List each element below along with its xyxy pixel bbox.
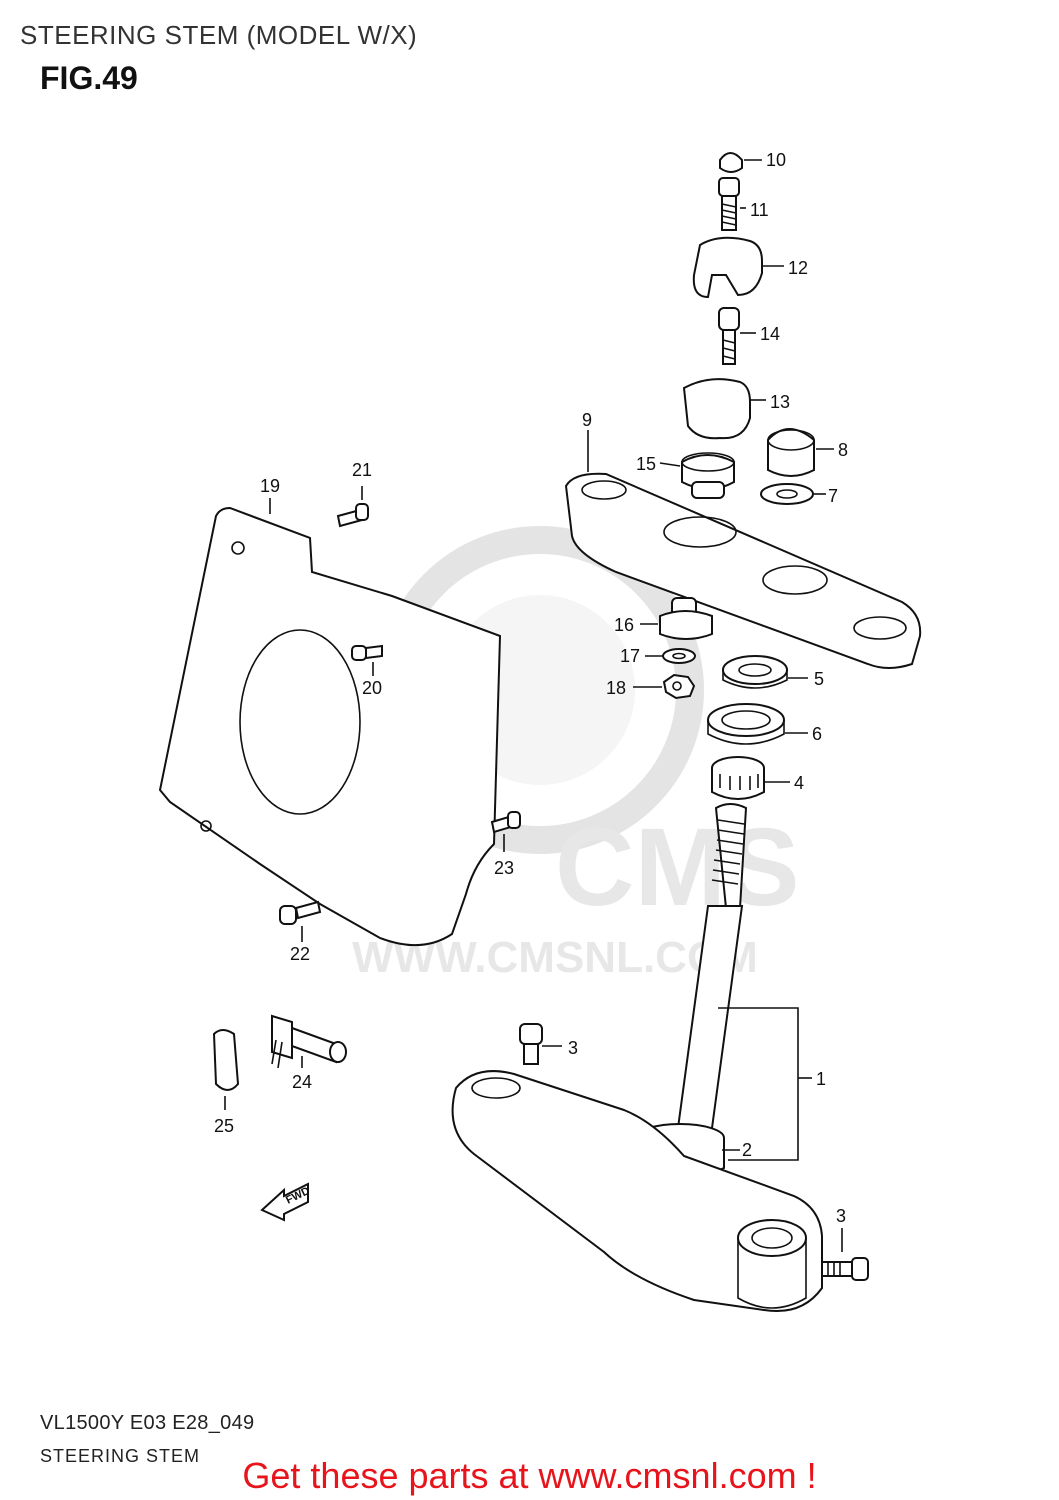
part-7-washer xyxy=(760,483,826,505)
part-10-cap xyxy=(719,152,762,173)
callout-16: 16 xyxy=(614,615,634,635)
callout-3-upper: 3 xyxy=(568,1038,578,1058)
part-1-steering-stem xyxy=(451,803,823,1312)
callout-labels: 10 11 12 14 13 9 8 15 7 21 19 16 17 5 18… xyxy=(214,150,848,1226)
part-16-cushion xyxy=(640,597,713,640)
part-25-key xyxy=(212,1029,240,1110)
callout-4: 4 xyxy=(794,773,804,793)
part-20-screw xyxy=(351,644,383,676)
part-8-nut xyxy=(767,428,834,477)
callout-1: 1 xyxy=(816,1069,826,1089)
callout-6: 6 xyxy=(812,724,822,744)
part-11-bolt xyxy=(718,177,746,231)
callout-21: 21 xyxy=(352,460,372,480)
callout-17: 17 xyxy=(620,646,640,666)
part-23-screw xyxy=(490,811,521,852)
part-3-bolt-upper xyxy=(519,1023,562,1065)
callout-11: 11 xyxy=(750,200,769,220)
part-3-bolt-lower xyxy=(821,1228,869,1281)
part-22-screw xyxy=(279,900,322,942)
callout-24: 24 xyxy=(292,1072,312,1092)
callout-2: 2 xyxy=(742,1140,752,1160)
callout-23: 23 xyxy=(494,858,514,878)
callout-7: 7 xyxy=(828,486,838,506)
callout-12: 12 xyxy=(788,258,808,278)
part-9-upper-bracket xyxy=(564,430,922,669)
callout-5: 5 xyxy=(814,669,824,689)
callout-20: 20 xyxy=(362,678,382,698)
part-12-upper-holder xyxy=(692,236,784,299)
callout-19: 19 xyxy=(260,476,280,496)
promo-link-text[interactable]: Get these parts at www.cmsnl.com ! xyxy=(242,1455,817,1496)
part-17-washer xyxy=(645,648,696,664)
callout-14: 14 xyxy=(760,324,780,344)
callout-25: 25 xyxy=(214,1116,234,1136)
diagram-title: STEERING STEM (MODEL W/X) xyxy=(20,20,418,50)
callout-13: 13 xyxy=(770,392,790,412)
part-19-cover xyxy=(158,498,502,947)
watermark-brand: CMS xyxy=(555,806,799,929)
forward-direction-arrow: FWD xyxy=(260,1182,312,1222)
part-5-stem-nut xyxy=(722,655,808,689)
callout-3-lower: 3 xyxy=(836,1206,846,1226)
part-24-lock-set xyxy=(271,1014,347,1069)
part-18-nut xyxy=(633,673,696,700)
part-21-screw xyxy=(336,486,369,528)
diagram-code: VL1500Y E03 E28_049 xyxy=(40,1412,255,1434)
callout-15: 15 xyxy=(636,454,656,474)
callout-9: 9 xyxy=(582,410,592,430)
callout-8: 8 xyxy=(838,440,848,460)
callout-22: 22 xyxy=(290,944,310,964)
figure-number: FIG.49 xyxy=(40,60,138,96)
callout-10: 10 xyxy=(766,150,786,170)
part-4-bearing xyxy=(711,756,790,800)
part-6-dust-seal xyxy=(707,703,808,745)
part-15-cushion xyxy=(659,452,735,499)
part-14-bolt xyxy=(718,307,756,365)
diagram-name: STEERING STEM xyxy=(40,1446,201,1466)
part-13-lower-holder xyxy=(682,378,766,440)
callout-18: 18 xyxy=(606,678,626,698)
